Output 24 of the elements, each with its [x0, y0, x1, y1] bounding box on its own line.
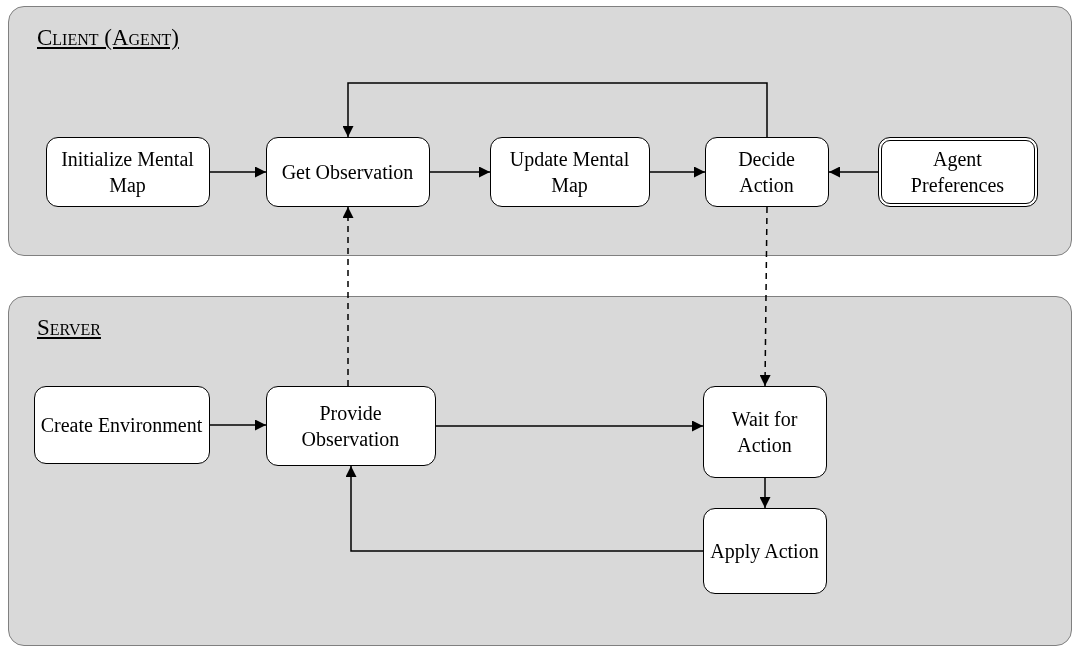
group-panel [8, 296, 1072, 646]
process-box: Apply Action [702, 507, 827, 594]
arrow [649, 166, 706, 178]
arrow [342, 82, 768, 138]
arrow [342, 206, 354, 387]
arrow [345, 465, 704, 552]
process-box: Agent Preferences [877, 136, 1038, 207]
arrow [209, 419, 267, 431]
process-box: Initialize Mental Map [45, 136, 210, 207]
panel-heading: Server [37, 315, 101, 341]
process-box: Decide Action [704, 136, 829, 207]
process-box: Get Observation [265, 136, 430, 207]
process-box: Provide Observation [265, 385, 436, 466]
arrow [759, 206, 771, 387]
group-panel [8, 6, 1072, 256]
process-box: Wait for Action [702, 385, 827, 478]
panel-heading: Client (Agent) [37, 25, 179, 51]
process-box: Create Environment [33, 385, 210, 464]
arrow [209, 166, 267, 178]
arrow [759, 477, 771, 509]
process-box: Update Mental Map [489, 136, 650, 207]
arrow [429, 166, 491, 178]
arrow [828, 166, 879, 178]
arrow [435, 420, 704, 432]
